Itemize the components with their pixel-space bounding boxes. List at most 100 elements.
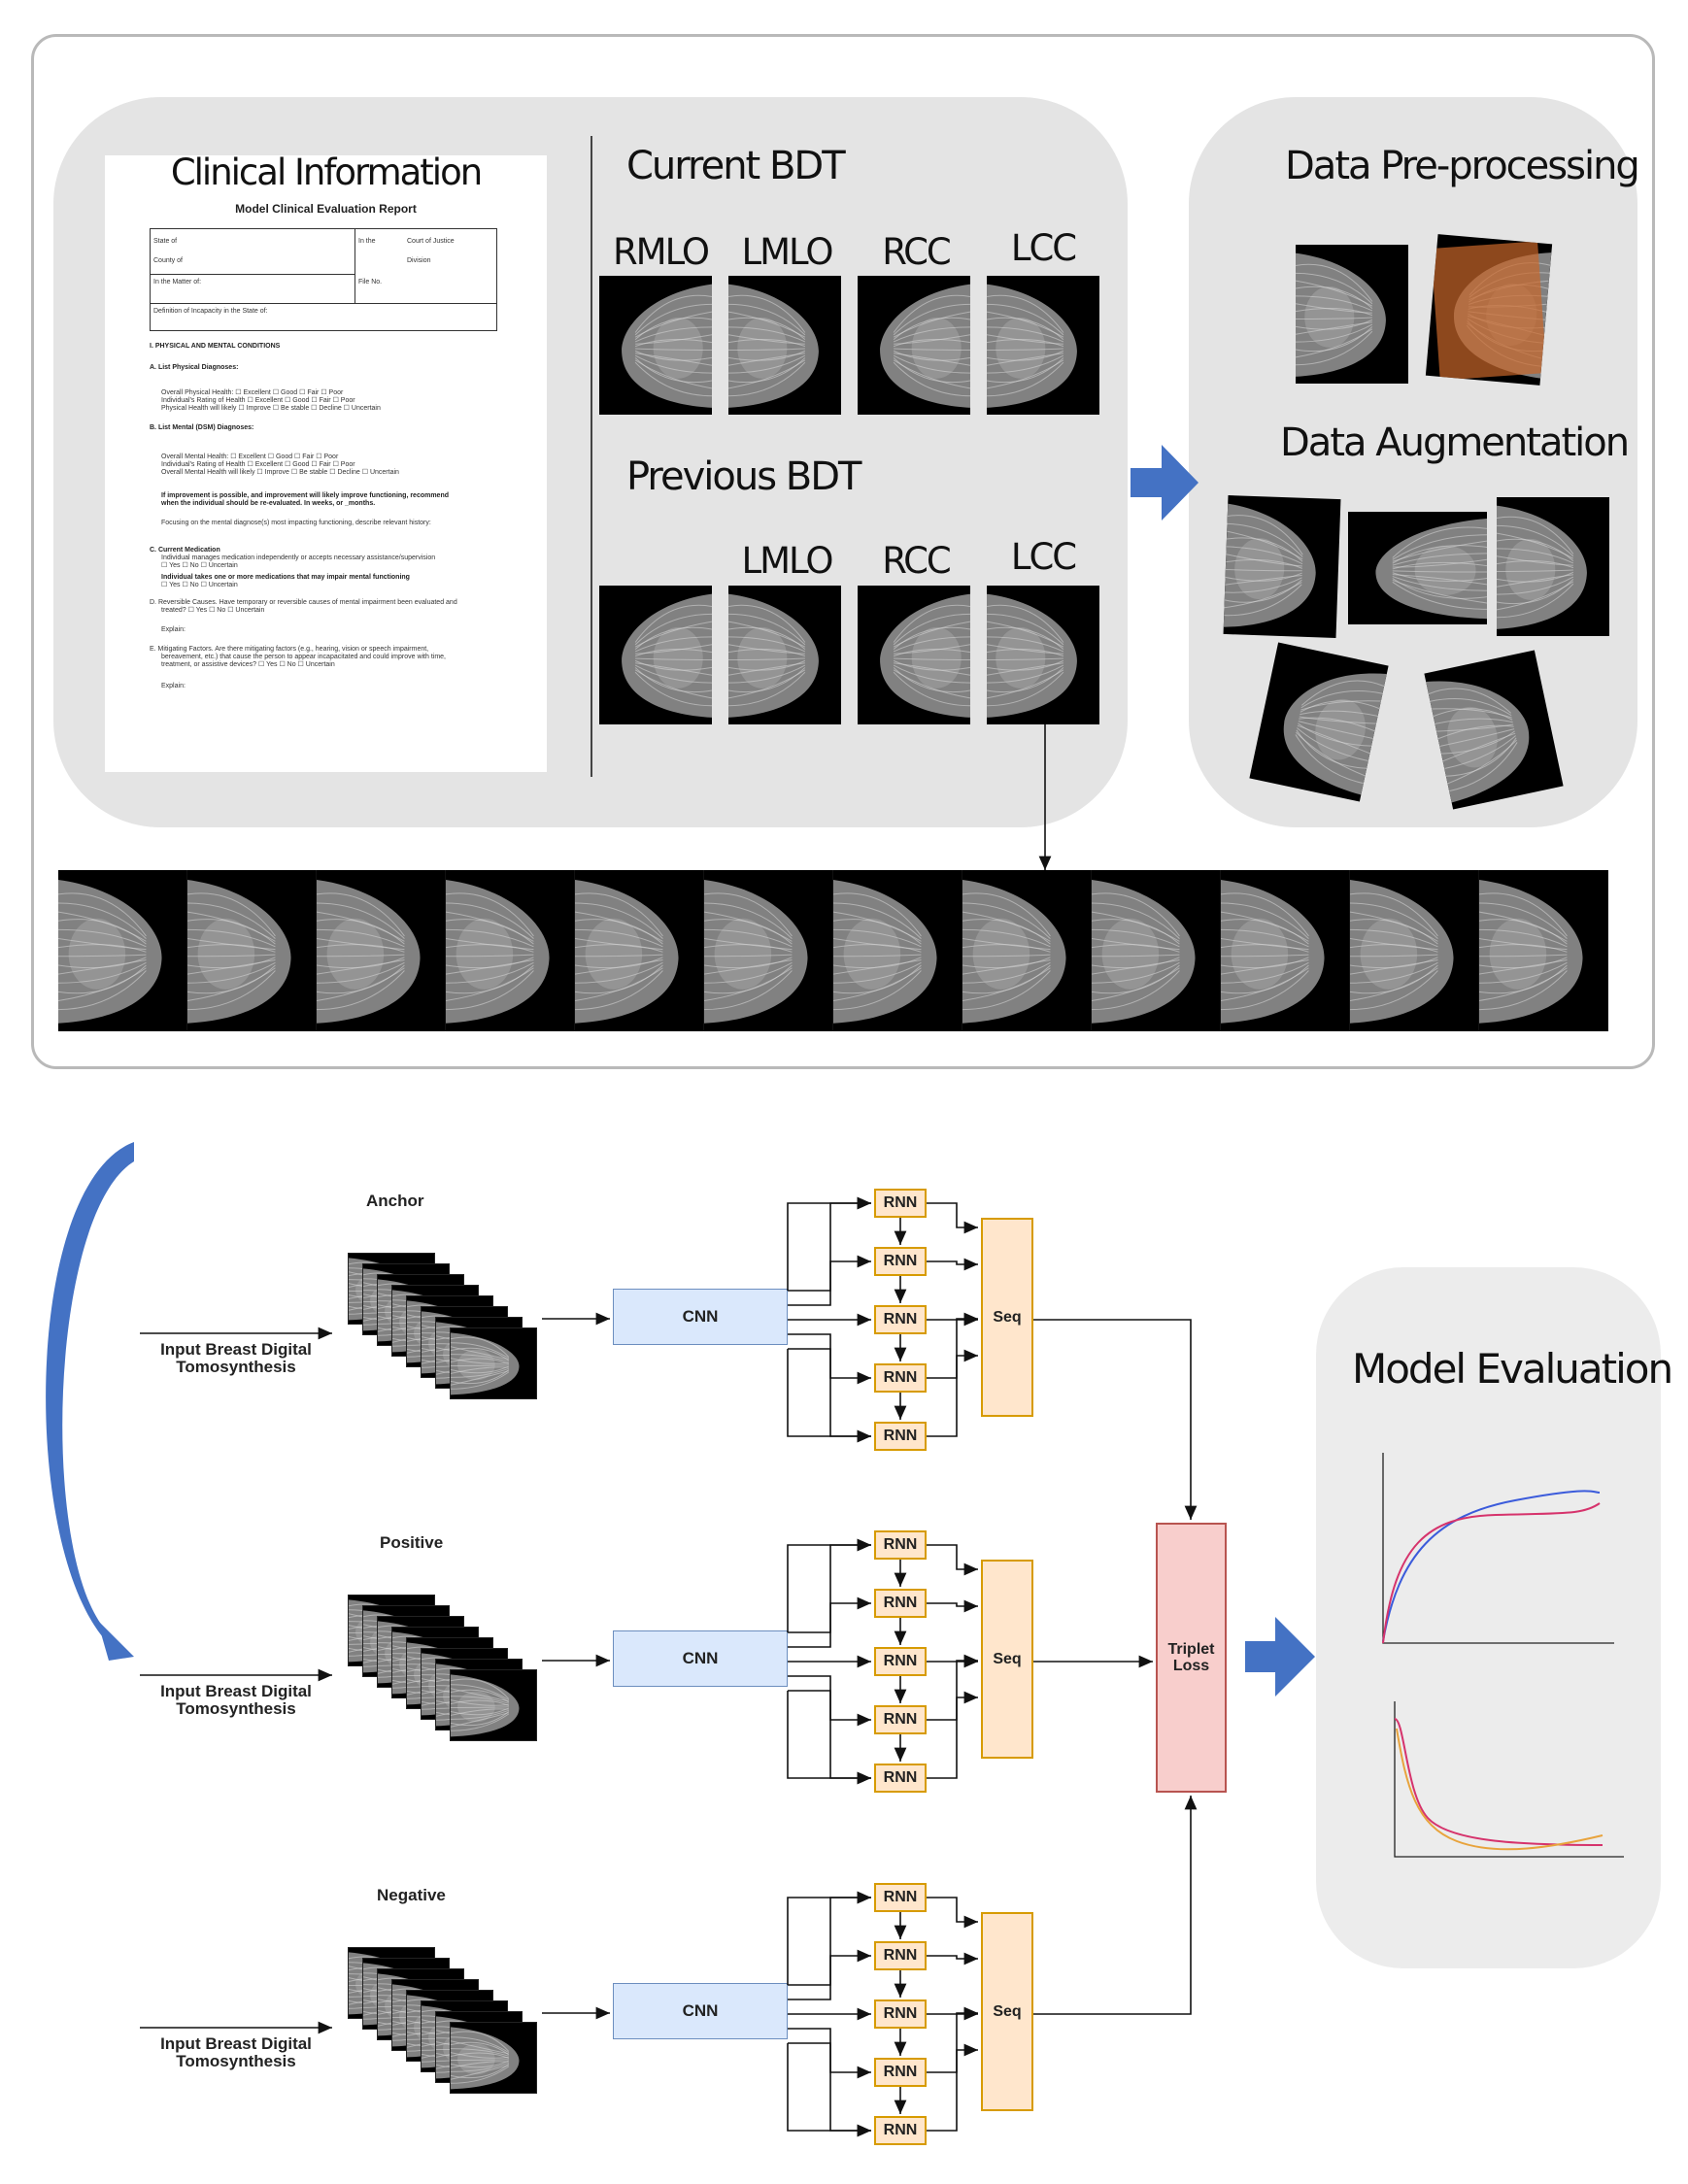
augmented-image (1223, 495, 1341, 638)
augmented-image (1424, 650, 1564, 810)
mammogram-lmlo-previous (728, 586, 841, 724)
cnn-to-rnn-arrow (788, 1675, 871, 1727)
document-line: Overall Physical Health: ☐ Excellent ☐ G… (161, 389, 344, 396)
seq-block-anchor: Seq (981, 1218, 1033, 1417)
cnn-to-rnn-arrow (787, 1196, 871, 1291)
cnn-to-rnn-arrow (787, 1691, 871, 1785)
view-label: LMLO (741, 231, 834, 273)
cnn-to-rnn-arrow (788, 1255, 871, 1306)
document-line: ☐ Yes ☐ No ☐ Uncertain (161, 562, 238, 569)
flow-arrow-icon (1245, 1617, 1315, 1697)
cnn-to-rnn-arrow (788, 2042, 871, 2137)
breast-tissue (962, 879, 1066, 1024)
accuracy-curve-blue (1382, 1490, 1601, 1642)
breast-tissue (704, 879, 808, 1024)
document-line: If improvement is possible, and improvem… (161, 492, 450, 499)
processing-region (1189, 97, 1637, 827)
positive-label: Positive (380, 1533, 444, 1552)
tomosynthesis-slice (962, 870, 1092, 1031)
mammogram-rcc-previous (858, 586, 970, 724)
rnn-to-seq-arrow (927, 1202, 978, 1234)
seq-to-loss-arrow (1033, 1319, 1198, 1520)
current-bdt-title: Current BDT (626, 144, 846, 188)
document-line: C. Current Medication (150, 547, 220, 554)
breast-tissue (833, 879, 937, 1024)
document-line: Physical Health will likely ☐ Improve ☐ … (161, 405, 381, 412)
rnn-to-seq-arrow (927, 1258, 978, 1271)
breast-tissue (58, 879, 162, 1024)
breast-tissue (622, 593, 712, 718)
breast-tissue (987, 593, 1077, 718)
tomosynthesis-slice (833, 870, 962, 1031)
cnn-to-rnn-arrow (788, 1333, 871, 1385)
model-evaluation-title: Model Evaluation (1352, 1345, 1673, 1393)
rnn-to-seq-arrow (927, 1952, 978, 1966)
mammogram-rmlo-current (599, 276, 712, 415)
preprocessing-title: Data Pre-processing (1285, 144, 1640, 188)
accuracy-curve-red (1382, 1502, 1601, 1644)
clinical-document: Clinical Information Model Clinical Eval… (105, 151, 547, 772)
input-label: Input Breast Digital Tomosynthesis (160, 1340, 312, 1376)
tomosynthesis-slice (1092, 870, 1221, 1031)
rnn-to-seq-arrow (927, 1544, 978, 1576)
cnn-to-rnn-arrow (788, 1538, 871, 1633)
rnn-to-seq-arrow (927, 1349, 978, 1437)
view-label: RCC (882, 540, 952, 582)
rnn-block-negative: RNN (874, 1999, 927, 2029)
breast-tissue (622, 284, 712, 408)
document-title: Model Clinical Evaluation Report (235, 202, 417, 216)
clinical-information-title: Clinical Information (170, 151, 483, 193)
seq-block-negative: Seq (981, 1912, 1033, 2111)
breast-tissue (1283, 673, 1387, 795)
document-line: D. Reversible Causes. Have temporary or … (150, 599, 457, 606)
cnn-to-rnn-arrow (788, 1196, 871, 1292)
tomosynthesis-slice (1350, 870, 1479, 1031)
breast-tissue (1375, 518, 1487, 620)
anchor-label: Anchor (366, 1192, 424, 1210)
document-line: I. PHYSICAL AND MENTAL CONDITIONS (150, 343, 281, 350)
breast-tissue (1223, 503, 1316, 627)
input-label: Input Breast Digital Tomosynthesis (160, 2034, 312, 2070)
rnn-to-seq-arrow (927, 2043, 978, 2132)
previous-bdt-title: Previous BDT (626, 454, 861, 499)
document-line: ☐ Yes ☐ No ☐ Uncertain (161, 582, 238, 588)
doc-field: File No. (358, 279, 383, 286)
mammogram-lcc-current (987, 276, 1099, 415)
rnn-block-negative: RNN (874, 2058, 927, 2087)
doc-field: In the (358, 238, 376, 245)
document-line: Overall Mental Health: ☐ Excellent ☐ Goo… (161, 454, 339, 460)
document-line: Individual's Rating of Health ☐ Excellen… (161, 397, 355, 404)
document-line: Explain: (161, 626, 186, 633)
document-line: treatment, or assistive devices? ☐ Yes ☐… (161, 661, 335, 668)
rnn-block-positive: RNN (874, 1705, 927, 1734)
loss-curve-red (1394, 1718, 1604, 1846)
flow-arrow-icon (1131, 445, 1198, 521)
augmentation-title: Data Augmentation (1280, 420, 1630, 465)
augmented-image (1249, 642, 1389, 802)
rnn-to-seq-arrow (927, 1654, 978, 1721)
rnn-to-seq-arrow (927, 1312, 978, 1379)
rnn-block-anchor: RNN (874, 1363, 927, 1393)
cnn-block-negative: CNN (613, 1983, 788, 2039)
breast-tissue (1092, 879, 1196, 1024)
mammogram-rcc-current (858, 276, 970, 415)
rnn-to-seq-arrow (927, 1897, 978, 1929)
rnn-block-anchor: RNN (874, 1305, 927, 1334)
cnn-to-rnn-arrow (787, 2043, 871, 2137)
preprocessing-original-image (1296, 245, 1408, 384)
view-label: LCC (1010, 227, 1077, 269)
negative-label: Negative (377, 1886, 446, 1904)
view-label: RCC (882, 231, 952, 273)
breast-tissue (1497, 505, 1587, 629)
tomosynthesis-slice (58, 870, 187, 1031)
breast-tissue (728, 593, 819, 718)
view-label: RMLO (612, 231, 710, 273)
evaluation-region (1316, 1267, 1661, 1968)
doc-field: Division (407, 257, 431, 264)
input-label: Input Breast Digital Tomosynthesis (160, 1682, 312, 1718)
document-line: Explain: (161, 683, 186, 689)
rnn-block-anchor: RNN (874, 1247, 927, 1276)
breast-tissue (1221, 879, 1325, 1024)
rnn-block-positive: RNN (874, 1530, 927, 1560)
